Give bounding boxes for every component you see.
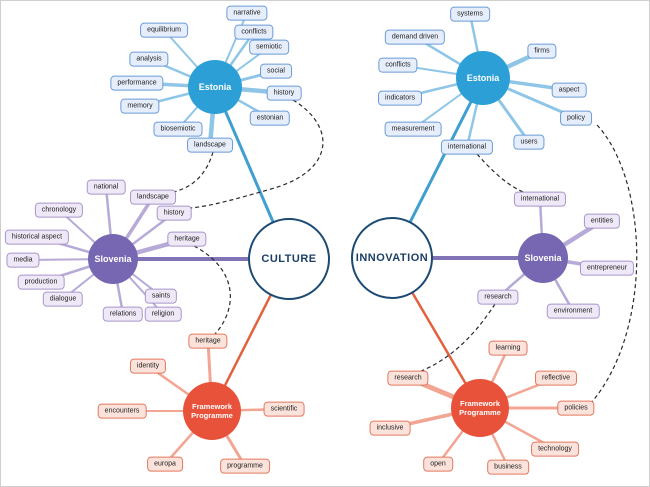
innovation-estonia-leaf: demand driven — [384, 29, 446, 45]
culture-estonia-leaf: analysis — [129, 51, 169, 67]
innovation-slovenia-leaf: entities — [583, 213, 621, 229]
culture-framework-leaf: programme — [220, 458, 270, 474]
culture-slovenia-leaf: relations — [102, 306, 144, 322]
cross-link-heritage — [193, 245, 231, 335]
innovation-framework-leaf: learning — [488, 340, 528, 356]
cross-link-international — [476, 153, 533, 196]
culture-framework-leaf: heritage — [188, 333, 228, 349]
innovation-framework-leaf: technology — [531, 441, 579, 457]
innovation-slovenia-leaf: environment — [546, 303, 600, 319]
innovation-slovenia-leaf: research — [477, 289, 519, 305]
culture-estonia-leaf: estonian — [249, 110, 291, 126]
culture-slovenia-leaf: media — [6, 252, 40, 268]
innovation-estonia-leaf: systems — [450, 6, 490, 22]
hub-slovenia-culture: Slovenia — [88, 234, 138, 284]
culture-estonia-leaf: landscape — [187, 137, 233, 153]
cross-link-policy — [590, 124, 638, 404]
culture-estonia-leaf: conflicts — [234, 24, 274, 40]
innovation-framework-leaf: inclusive — [369, 420, 411, 436]
hub-slovenia-innovation: Slovenia — [518, 233, 568, 283]
hub-framework-innovation: Framework Programme — [451, 379, 509, 437]
hub-estonia-innovation: Estonia — [456, 51, 510, 105]
culture-slovenia-leaf: heritage — [167, 231, 207, 247]
culture-framework-leaf: scientific — [263, 401, 305, 417]
innovation-framework-leaf: open — [423, 456, 453, 472]
culture-slovenia-leaf: landscape — [130, 189, 176, 205]
innovation-estonia-leaf: measurement — [384, 121, 442, 137]
cross-link-landscape — [168, 151, 214, 194]
culture-framework-leaf: identity — [129, 358, 167, 374]
culture-slovenia-leaf: dialogue — [42, 291, 84, 307]
innovation-estonia-leaf: international — [440, 139, 494, 155]
culture-estonia-leaf: history — [266, 85, 302, 101]
culture-estonia-leaf: narrative — [226, 5, 268, 21]
culture-estonia-leaf: memory — [120, 98, 160, 114]
cross-link-research — [418, 303, 496, 373]
innovation-slovenia-leaf: entrepreneur — [579, 260, 635, 276]
culture-slovenia-leaf: historical aspect — [4, 229, 70, 245]
innovation-estonia-leaf: indicators — [378, 90, 422, 106]
hub-framework-culture: Framework Programme — [183, 382, 241, 440]
culture-estonia-leaf: equilibrium — [140, 22, 188, 38]
culture-estonia-leaf: semiotic — [249, 39, 289, 55]
innovation-estonia-leaf: conflicts — [378, 57, 418, 73]
innovation-framework-leaf: reflective — [534, 370, 578, 386]
hub-estonia-culture: Estonia — [188, 60, 242, 114]
central-node-culture: CULTURE — [248, 218, 330, 300]
culture-slovenia-leaf: history — [156, 205, 192, 221]
culture-estonia-leaf: performance — [110, 75, 164, 91]
central-node-innovation: INNOVATION — [351, 217, 433, 299]
innovation-slovenia-leaf: international — [513, 191, 567, 207]
innovation-estonia-leaf: firms — [527, 43, 557, 59]
culture-framework-leaf: europa — [147, 456, 183, 472]
innovation-framework-leaf: research — [387, 370, 429, 386]
innovation-estonia-leaf: users — [513, 134, 545, 150]
innovation-framework-leaf: policies — [557, 400, 595, 416]
culture-slovenia-leaf: national — [86, 179, 126, 195]
innovation-framework-leaf: business — [487, 459, 529, 475]
culture-estonia-leaf: social — [260, 63, 292, 79]
culture-slovenia-leaf: religion — [144, 306, 182, 322]
culture-slovenia-leaf: chronology — [34, 202, 84, 218]
cross-link-history — [190, 99, 324, 209]
innovation-estonia-leaf: aspect — [551, 82, 587, 98]
culture-framework-leaf: encounters — [97, 403, 147, 419]
culture-slovenia-leaf: production — [17, 274, 65, 290]
culture-slovenia-leaf: saints — [144, 288, 178, 304]
culture-estonia-leaf: biosemiotic — [153, 121, 203, 137]
innovation-estonia-leaf: policy — [560, 110, 592, 126]
